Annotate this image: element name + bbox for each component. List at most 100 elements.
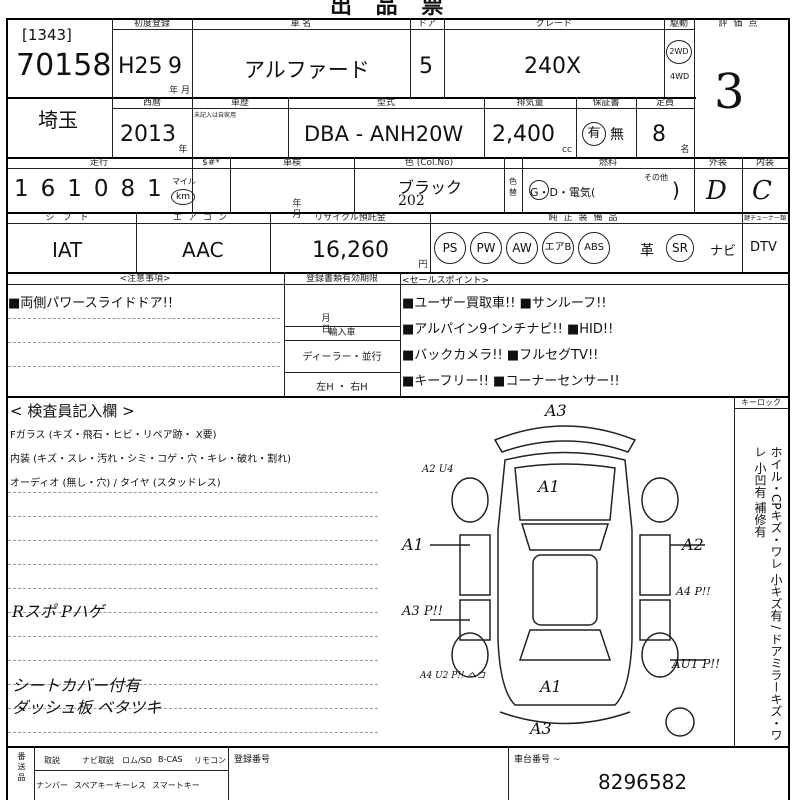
equip-abs: ABS xyxy=(578,232,610,264)
first-reg-era: H25 xyxy=(118,54,163,79)
footer-item-navi-manual: ナビ取説 xyxy=(82,756,114,765)
warranty-label: 保証書 xyxy=(592,98,620,108)
capacity: 8 xyxy=(652,122,666,147)
first-reg-label: 初度登録 xyxy=(133,19,170,29)
displacement-unit: cc xyxy=(562,145,572,155)
mark-au1-right: AU1 P!! xyxy=(671,657,720,671)
mark-a1-rear: A1 xyxy=(538,677,562,696)
footer-shipped-label: 番 送 品 xyxy=(17,752,26,782)
footer-item-keyless: キーレス xyxy=(114,781,146,790)
drive-2wd-circle: 2WD xyxy=(666,40,692,64)
capacity-unit: 名 xyxy=(680,145,690,155)
color: ブラック xyxy=(398,178,463,197)
equip-aw: AW xyxy=(506,232,538,264)
shift: IAT xyxy=(52,238,83,262)
mark-a3-rear: A3 xyxy=(528,719,552,738)
fuel-close-paren: ) xyxy=(672,178,680,202)
warranty-yes-circle: 有 xyxy=(582,122,606,146)
displacement: 2,400 xyxy=(492,122,555,147)
first-reg-month: 9 xyxy=(168,54,182,79)
mileage: 161081 xyxy=(14,176,174,202)
equip-leather: 革 xyxy=(640,243,654,259)
sheet-title: 出 品 票 xyxy=(330,0,452,19)
equipment-label: 純正装備品 xyxy=(548,213,624,223)
footer-item-bcas: B-CAS xyxy=(158,755,183,764)
shift-label: シフト xyxy=(45,213,97,223)
wheel-mirror-notes: ホイル・CPキズ・ワレ 小キズ有 / ドアミラーキズ・ワレ 小凹有 補修有 xyxy=(753,446,783,742)
car-damage-diagram: A3 A2 U4 A1 A1 A2 A4 P!! A3 P!! AU1 P!! … xyxy=(400,401,720,738)
footer-item-smart-key: スマートキー xyxy=(152,781,200,790)
sales-point-3: ■バックカメラ!! ■フルセグTV!! xyxy=(402,348,599,363)
lot-number: 70158 xyxy=(16,48,112,83)
warranty-no: 無 xyxy=(610,127,624,143)
year: 2013 xyxy=(120,122,176,147)
equip-airbag: エアB xyxy=(542,232,574,264)
doors: 5 xyxy=(419,54,433,79)
chassis-number-label: 車台番号 ~ xyxy=(514,755,561,765)
mark-a3-left: A3 P!! xyxy=(401,604,443,619)
inspection-ym: 年 月 xyxy=(292,199,342,220)
fuel-other: その他 xyxy=(644,173,668,182)
recycle-unit: 円 xyxy=(418,260,428,270)
inspector-label: < 検査員記入欄 > xyxy=(10,402,135,420)
model-label: 型式 xyxy=(376,98,395,108)
history-note: 未記入は自家用 xyxy=(194,112,237,119)
exterior-grade: D xyxy=(706,176,727,206)
recycle-fee: 16,260 xyxy=(312,238,389,263)
footer-item-spare-key: スペアキー xyxy=(74,781,114,790)
lot-label: [1343] xyxy=(22,26,72,44)
inspection-label: 車検 xyxy=(282,158,301,168)
color-label: 色 (Col.No) xyxy=(404,158,454,168)
reg-docs-md: 月 日 xyxy=(321,314,377,335)
equip-dtv: DTV xyxy=(750,240,777,255)
ac-label: エアコン xyxy=(172,213,233,223)
fuel-label: 燃料 xyxy=(598,158,617,168)
car-name: アルファード xyxy=(244,58,370,82)
footer-item-remote: リモコン xyxy=(194,756,226,765)
exterior-label: 外装 xyxy=(708,158,727,168)
keylock-label: キーロック xyxy=(741,398,781,407)
footer-item-rom-sd: ロム/SD xyxy=(122,756,152,765)
mileage-unit-km: km xyxy=(176,192,190,202)
equip-ps: PS xyxy=(434,232,466,264)
sales-point-1: ■ユーザー買取車!! ■サンルーフ!! xyxy=(402,296,607,311)
recycle-label: リサイクル預託金 xyxy=(314,213,386,223)
drive-4wd: 4WD xyxy=(670,72,690,81)
interior-grade: C xyxy=(752,176,772,206)
model: DBA - ANH20W xyxy=(304,122,464,146)
score: 3 xyxy=(714,64,745,120)
first-reg-ym-label: 年 月 xyxy=(169,86,190,96)
chassis-number: 8296582 xyxy=(598,770,688,794)
dealer-parallel: ディーラー・並行 xyxy=(302,352,382,363)
mark-a1-hood: A1 xyxy=(536,477,560,496)
inspector-glass: Fガラス (キズ・飛石・ヒビ・リペア跡・ X要) xyxy=(10,430,217,441)
drive-2wd: 2WD xyxy=(669,47,689,56)
exchange-label: $#* xyxy=(202,158,220,168)
interior-label: 内装 xyxy=(755,158,774,168)
mark-a1-left: A1 xyxy=(400,535,424,554)
caution-text: ■両側パワースライドドア!! xyxy=(8,296,174,311)
sales-point-4: ■キーフリー!! ■コーナーセンサー!! xyxy=(402,374,620,389)
car-name-label: 車 名 xyxy=(290,19,312,29)
grade-label: グレード xyxy=(535,19,572,29)
fuel-g-circle xyxy=(529,180,549,200)
inspector-note-3: ダッシュ板 ベタツキ xyxy=(12,698,162,717)
mark-a2-right: A2 xyxy=(680,535,704,554)
mark-a3-front: A3 xyxy=(543,401,567,420)
mileage-unit-km-circle: km xyxy=(171,189,195,205)
score-label: 評価点 xyxy=(718,19,764,29)
capacity-label: 定員 xyxy=(655,98,674,108)
door-label: ドア xyxy=(417,19,436,29)
drive-label: 駆動 xyxy=(669,19,688,29)
sales-point-2: ■アルパイン9インチナビ!! ■HID!! xyxy=(402,322,614,337)
mileage-label: 走行 xyxy=(89,158,108,168)
color-no: 202 xyxy=(398,193,425,209)
year-label: 西暦 xyxy=(142,98,161,108)
mark-a4-right: A4 P!! xyxy=(675,585,711,598)
tuner-label: 鍵チューナー類 xyxy=(743,215,786,222)
grade: 240X xyxy=(524,54,582,79)
registration-number-label: 登録番号 xyxy=(234,755,271,765)
mark-a4-rear-left: A4 U2 P!! ヘコ xyxy=(419,671,486,681)
equip-navi: ナビ xyxy=(710,244,737,259)
